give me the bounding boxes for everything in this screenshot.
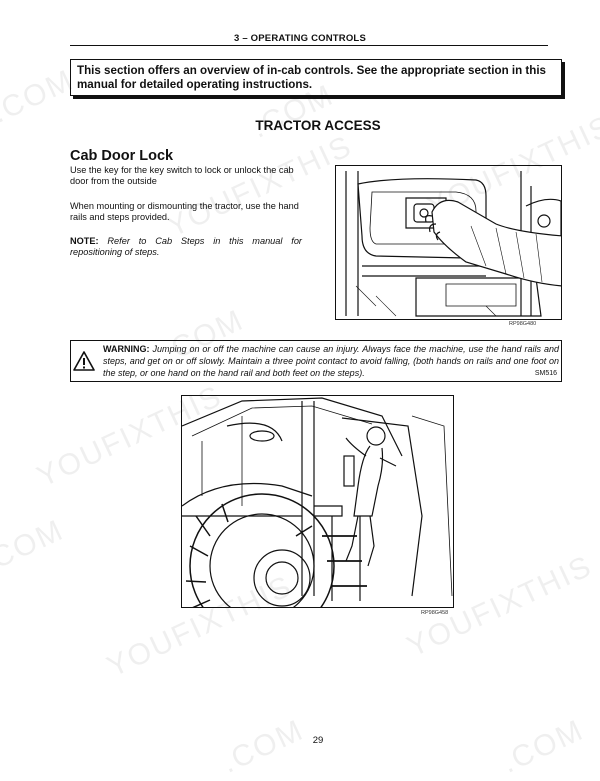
cab-door-lock-drawing [345,171,561,317]
header-divider [70,45,548,46]
warning-label: WARNING: [103,344,150,354]
watermark-text: .COM [0,513,70,580]
watermark-text: .COM [496,713,590,780]
warning-box: WARNING: Jumping on or off the machine c… [70,340,562,382]
cab-door-lock-heading: Cab Door Lock [70,148,174,164]
section-title: TRACTOR ACCESS [255,118,381,133]
note-paragraph: NOTE: Refer to Cab Steps in this manual … [70,236,302,259]
paragraph: Use the key for the key switch to lock o… [70,165,294,187]
note-label: NOTE: [70,236,99,246]
warning-triangle-icon [73,351,95,371]
intro-callout: This section offers an overview of in-ca… [70,59,562,96]
page-number: 29 [312,735,324,746]
intro-text: This section offers an overview of in-ca… [77,64,547,91]
figure-code: RP98G458 [421,610,449,616]
watermark-text: .COM [216,713,310,780]
tractor-steps-illustration [181,395,454,608]
figure-code: RP98G480 [509,321,537,327]
cab-door-lock-illustration [335,165,562,320]
warning-code: SM516 [534,370,557,377]
page-header-title: 3 – OPERATING CONTROLS [234,33,366,44]
tractor-steps-drawing [182,397,453,607]
warning-text: WARNING: Jumping on or off the machine c… [103,343,559,379]
note-text: Refer to Cab Steps in this manual for re… [70,236,302,258]
warning-body: Jumping on or off the machine can cause … [103,344,559,378]
paragraph: When mounting or dismounting the tractor… [70,201,299,223]
